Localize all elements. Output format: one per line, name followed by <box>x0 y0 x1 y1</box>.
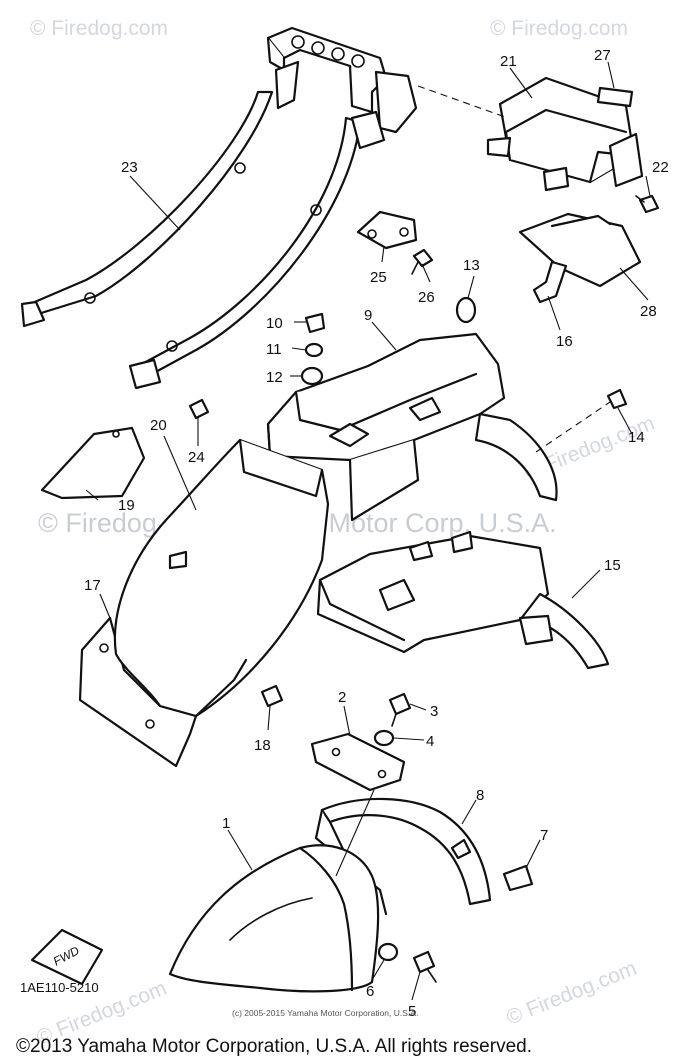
callout-10: 10 <box>266 315 283 332</box>
callout-18: 18 <box>254 737 271 754</box>
callout-20: 20 <box>150 417 167 434</box>
part-14-bolt <box>606 388 628 410</box>
part-24-bolt <box>188 398 210 420</box>
diagram-id: 1AE110-5210 <box>20 980 99 995</box>
part-12-damper <box>300 366 324 386</box>
part-2-bracket <box>310 732 406 792</box>
part-9-rear-fender <box>266 332 558 522</box>
callout-25: 25 <box>370 269 387 286</box>
part-20-rear-fender-main <box>113 438 330 718</box>
callout-21: 21 <box>500 53 517 70</box>
part-7-bolt <box>502 864 534 892</box>
part-26-bolt <box>411 248 434 275</box>
callout-8: 8 <box>476 787 484 804</box>
callout-3: 3 <box>430 703 438 720</box>
watermark-bottom-right: © Firedog.com <box>503 957 640 1030</box>
copyright-footer: ©2013 Yamaha Motor Corporation, U.S.A. A… <box>16 1036 532 1057</box>
part-21-cover <box>486 76 644 192</box>
callout-19: 19 <box>118 497 135 514</box>
part-4-collar <box>373 729 395 747</box>
leader-lines <box>85 61 651 1001</box>
callout-17: 17 <box>84 577 101 594</box>
part-27-label <box>596 86 634 108</box>
callout-23: 23 <box>121 159 138 176</box>
callout-27: 27 <box>594 47 611 64</box>
part-23-rear-stay <box>20 26 418 390</box>
callout-6: 6 <box>366 983 374 1000</box>
callout-16: 16 <box>556 333 573 350</box>
callout-12: 12 <box>266 369 283 386</box>
callout-1: 1 <box>222 815 230 832</box>
part-5-bolt <box>412 950 437 983</box>
part-16-bracket <box>532 260 568 304</box>
part-19-reflector <box>40 426 146 500</box>
callout-9: 9 <box>364 307 372 324</box>
part-10-bolt <box>304 312 326 334</box>
callout-11: 11 <box>266 341 282 358</box>
callout-2: 2 <box>338 689 346 706</box>
watermark-top-right: © Firedog.com <box>490 17 628 40</box>
callout-14: 14 <box>628 429 645 446</box>
callout-5: 5 <box>408 1003 416 1020</box>
callout-labels: 23 21 27 22 28 16 25 26 13 9 10 11 12 14… <box>84 47 669 1020</box>
callout-15: 15 <box>604 557 621 574</box>
callout-7: 7 <box>540 827 548 844</box>
callout-13: 13 <box>463 257 480 274</box>
part-11-collar <box>304 342 324 358</box>
part-22-bolt <box>635 194 660 214</box>
callout-26: 26 <box>418 289 435 306</box>
fwd-arrow-icon: FWD <box>30 928 104 986</box>
callout-22: 22 <box>652 159 669 176</box>
source-note: (c) 2005-2015 Yamaha Motor Corporation, … <box>232 1008 418 1018</box>
part-1-front-fender <box>168 844 380 993</box>
part-28-plate <box>518 212 642 288</box>
callout-24: 24 <box>188 449 205 466</box>
part-25-bracket <box>356 210 418 250</box>
part-15-fender-stay <box>316 530 610 670</box>
callout-28: 28 <box>640 303 657 320</box>
callout-4: 4 <box>426 733 434 750</box>
watermark-top-left: © Firedog.com <box>30 17 168 40</box>
part-18-bolt <box>260 684 284 708</box>
part-3-bolt <box>388 692 412 727</box>
part-6-collar <box>377 942 399 962</box>
part-13-grommet <box>455 296 477 324</box>
